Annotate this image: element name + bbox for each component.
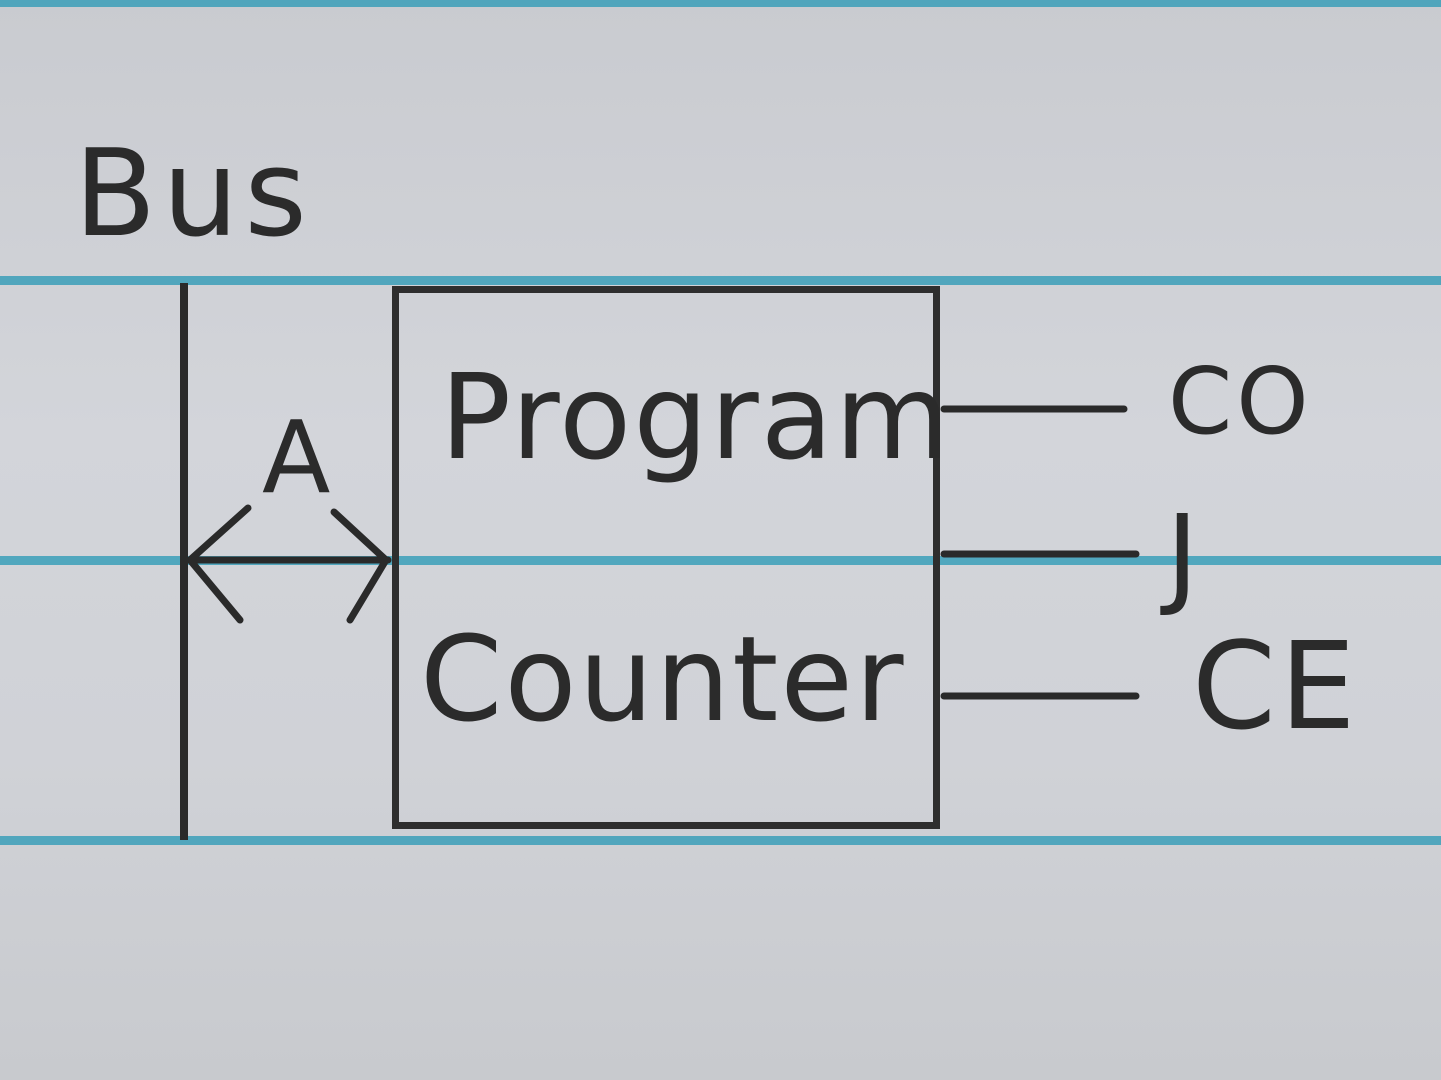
signal-label-co: CO [1168, 348, 1313, 455]
bus-line [180, 283, 188, 840]
block-label-program: Program [440, 348, 952, 486]
bus-label: Bus [74, 125, 313, 264]
ruled-line [0, 0, 1441, 7]
program-counter-block [392, 286, 940, 829]
arrow-label: A [262, 399, 335, 516]
signal-label-j: J [1166, 491, 1203, 619]
ruled-line [0, 276, 1441, 285]
ruled-line [0, 556, 1441, 565]
ruled-line [0, 836, 1441, 845]
block-label-counter: Counter [420, 610, 906, 748]
arrow-head-right [330, 508, 390, 624]
arrow-head-left [186, 504, 252, 624]
signal-label-ce: CE [1192, 618, 1360, 757]
